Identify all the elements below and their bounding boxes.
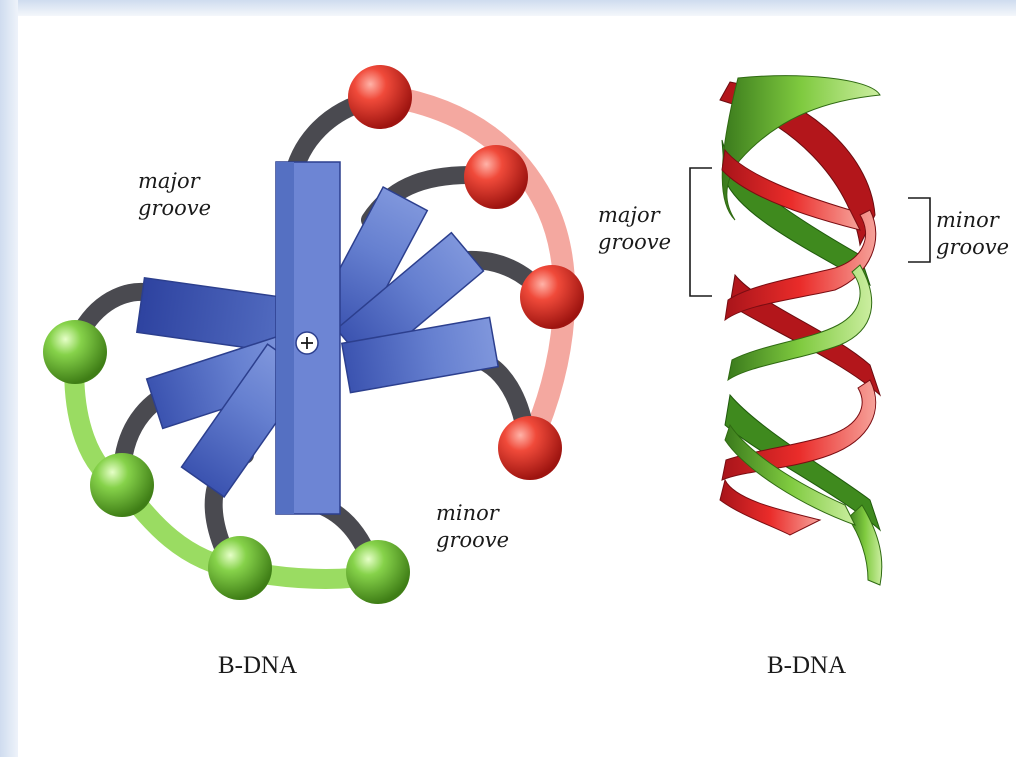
- red-sphere: [498, 416, 562, 480]
- helix-axis-icon: [296, 332, 318, 354]
- red-sphere: [464, 145, 528, 209]
- minor-groove-bracket: [908, 198, 930, 262]
- end-view-caption: B-DNA: [218, 652, 297, 680]
- green-sphere: [346, 540, 410, 604]
- red-sphere: [348, 65, 412, 129]
- end-view-minor-groove-label: minor groove: [436, 500, 509, 554]
- green-ribbon-front: [848, 505, 882, 585]
- side-view-caption: B-DNA: [767, 652, 846, 680]
- major-groove-bracket: [690, 168, 712, 296]
- side-view-major-groove-label: major groove: [598, 202, 671, 256]
- green-sphere: [43, 320, 107, 384]
- green-sphere: [90, 453, 154, 517]
- end-view-major-groove-label: major groove: [138, 168, 211, 222]
- side-view-helix: [690, 76, 930, 585]
- side-view-minor-groove-label: minor groove: [936, 207, 1009, 261]
- green-sphere: [208, 536, 272, 600]
- red-sphere: [520, 265, 584, 329]
